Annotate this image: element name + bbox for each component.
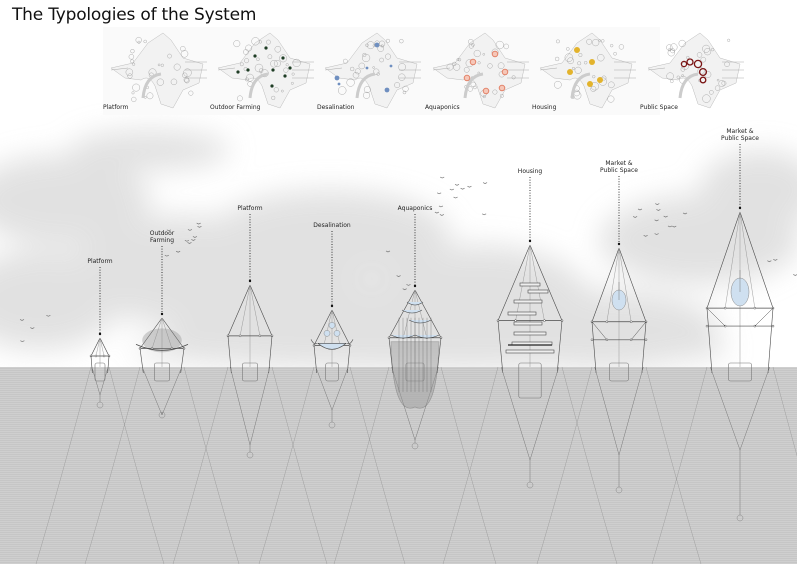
bird-icon [454,183,460,186]
bird-icon [682,212,688,215]
bird-icon [19,319,25,321]
bird-icon [20,340,25,343]
tower-label-line1: Platform [237,205,263,212]
bird-icon [196,222,201,225]
tower-label: Platform [237,205,262,212]
bird-icon [191,239,196,241]
bird-icon [434,211,440,214]
bird-icon [654,233,659,235]
plan-public-space [647,32,744,109]
page-title: The Typologies of the System [12,5,257,25]
bird-icon [654,219,659,222]
bird-icon [396,275,401,278]
bird-icon [656,209,661,211]
tower-label: Desalination [313,222,350,229]
plan-desalination [324,32,421,109]
tower-7 [536,176,702,564]
bird-icon [440,176,445,179]
tower-label-line1: Platform [87,258,113,265]
tower-label: Market &Public Space [600,160,638,174]
tower-label-line1: Housing [517,168,543,175]
bird-icon [460,187,465,190]
tower-2 [84,246,240,564]
bird-icon [30,327,35,329]
bird-icon [197,226,202,228]
tower-label-line1: Market & [726,128,754,135]
bird-icon [453,196,458,199]
plan-label: Aquaponics [425,104,460,111]
water-section [0,367,797,564]
tower-1 [35,267,165,564]
bird-icon [436,192,442,195]
bird-icon [637,208,643,211]
bird-icon [632,216,638,218]
bird-icon [402,288,407,291]
bird-icon [164,254,169,257]
bird-icon [449,188,454,191]
bird-icon [643,235,648,237]
tower-label-line2: Farming [149,237,175,244]
plan-aquaponics [432,32,529,109]
bird-icon [46,314,51,317]
plan-housing [539,32,636,109]
tower-6 [442,177,618,564]
bird-icon [481,213,487,216]
bird-icon [767,260,772,263]
tower-5 [333,214,497,564]
plan-label: Housing [532,104,557,111]
tower-label-line1: Aquaponics [397,205,433,212]
plan-outdoor-farming [217,32,314,109]
bird-icon [655,203,660,205]
bird-icon [192,236,198,238]
bird-icon [663,215,668,218]
plan-label: Outdoor Farming [210,104,261,111]
plan-label: Platform [103,104,129,111]
tower-label-line1: Outdoor [149,230,175,237]
bird-icon [166,229,172,232]
tower-label-line1: Market & [605,160,633,167]
bird-icon [385,250,391,253]
tower-4 [258,231,406,564]
tower-label-line2: Public Space [600,167,638,174]
tower-label-line2: Public Space [721,135,759,142]
tower-label: Housing [518,168,542,175]
bird-icon [406,284,411,286]
tower-label: Platform [87,258,112,265]
tower-label-line1: Desalination [313,222,351,229]
bird-icon [672,225,677,228]
bird-icon [667,225,673,228]
tower-label: Market &Public Space [721,128,759,142]
plan-platform [110,32,207,109]
bird-icon [175,250,181,253]
bird-icon [187,229,193,231]
bird-icon [439,214,445,216]
tower-3 [172,214,328,564]
bird-icon [187,242,192,244]
bird-icon [467,185,472,188]
tower-8 [651,144,797,564]
bird-icon [438,205,444,208]
plan-label: Public Space [640,104,678,111]
tower-label: Aquaponics [398,205,433,212]
plan-label: Desalination [317,104,355,111]
bird-icon [482,182,488,184]
bird-icon [773,258,778,261]
bird-icon [184,239,190,242]
